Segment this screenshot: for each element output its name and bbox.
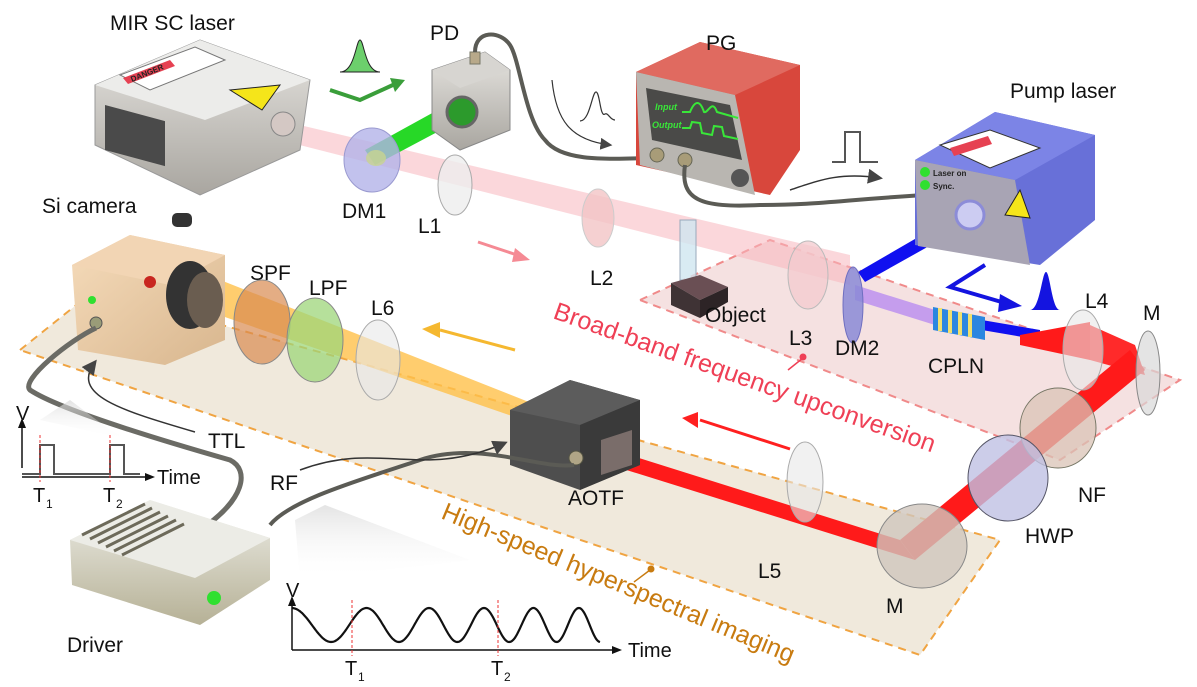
long-pass-filter [286,297,344,383]
ttl-signal-arrow [81,359,196,433]
danger-label [123,60,175,84]
dm2-mirror [842,266,864,344]
mirror-m-top [1135,330,1161,416]
green-pulse-icon [329,39,405,103]
upconverted-direction-arrow [682,412,791,451]
label-object: Object [705,304,766,327]
rf-t2-label: T [491,658,503,680]
driver-status-led [207,591,221,605]
label-ttl: TTL [208,430,245,453]
label-rf: RF [270,472,298,495]
blue-pulse-icon [945,263,1060,312]
label-pg: PG [706,32,736,55]
rf-waveform [291,606,601,644]
label-dm2: DM2 [835,337,879,360]
label-si-camera: Si camera [42,195,137,218]
label-m-top: M [1143,302,1161,325]
label-aotf: AOTF [568,487,624,510]
camera-beam-direction-arrow [422,322,516,352]
ttl-plot: V Time T 1 T 2 [16,400,201,511]
rf-plot: V Time T 1 T 2 [286,505,672,684]
pg-input-label: Input [655,102,678,112]
label-nf: NF [1078,484,1106,507]
rf-t1-label: T [345,658,357,680]
mirror-m-bottom [876,503,968,589]
label-l1: L1 [418,215,441,238]
label-lpf: LPF [309,277,348,300]
laser-warning-icon [228,84,282,111]
pg-output-label: Output [652,120,682,130]
rf-y-label: V [286,580,300,602]
label-mir-sc-laser: MIR SC laser [110,12,235,35]
label-spf: SPF [250,262,291,285]
label-l4: L4 [1085,290,1109,313]
imaging-pointer [633,565,655,583]
sync-indicator [920,180,930,190]
lens-l1 [437,154,473,216]
rf-x-label: Time [628,640,672,662]
cpln-crystal [933,307,985,340]
photodetector [431,32,646,161]
half-wave-plate [967,434,1049,522]
label-l3: L3 [789,327,812,350]
lens-l2 [581,188,615,248]
lens-l5 [786,441,824,523]
si-camera [72,213,225,365]
ttl-t2-label: T [103,485,115,507]
label-l6: L6 [371,297,394,320]
dm1-mirror [343,127,401,193]
upconversion-pointer [787,353,807,371]
ttl-x-label: Time [157,467,201,489]
ttl-y-label: V [16,403,30,425]
label-pump-laser: Pump laser [1010,80,1116,103]
ttl-cable [26,325,244,533]
ttl-waveform [22,444,140,475]
ttl-t1-sub: 1 [46,497,53,511]
label-dm1: DM1 [342,200,386,223]
lens-l3 [787,240,829,310]
rf-t2-sub: 2 [504,670,511,684]
label-l2: L2 [590,267,613,290]
rf-t1-sub: 1 [358,670,365,684]
camera-status-led [88,296,96,304]
pump-warning-icon [1004,188,1031,219]
sync-text: Sync. [933,182,954,191]
lens-l4 [1062,309,1104,391]
label-cpln: CPLN [928,355,984,378]
mir-direction-arrow [477,240,530,262]
aotf [268,380,640,527]
imaging-platform [17,288,1002,657]
lens-l6 [355,319,401,401]
notch-filter [1019,387,1097,469]
label-hwp: HWP [1025,525,1074,548]
label-m-bottom: M [886,595,904,618]
object-sample [671,219,728,318]
ttl-t1-label: T [33,485,45,507]
short-pass-filter [233,279,291,365]
ttl-t2-sub: 2 [116,497,123,511]
rf-signal-arrow [299,440,508,471]
label-l5: L5 [758,560,781,583]
label-driver: Driver [67,634,123,657]
laser-on-text: Laser on [933,169,966,178]
mir-sc-laser: DANGER [94,39,311,196]
pump-laser: Laser on Sync. [915,112,1095,265]
mir-beam [270,118,850,285]
pd-signal-sketch [551,79,616,150]
pulse-generator: Input Output [636,42,926,208]
label-pd: PD [430,22,459,45]
aotf-driver [70,500,270,625]
laser-on-indicator [920,167,930,177]
pg-output-pulse-sketch [789,131,883,191]
